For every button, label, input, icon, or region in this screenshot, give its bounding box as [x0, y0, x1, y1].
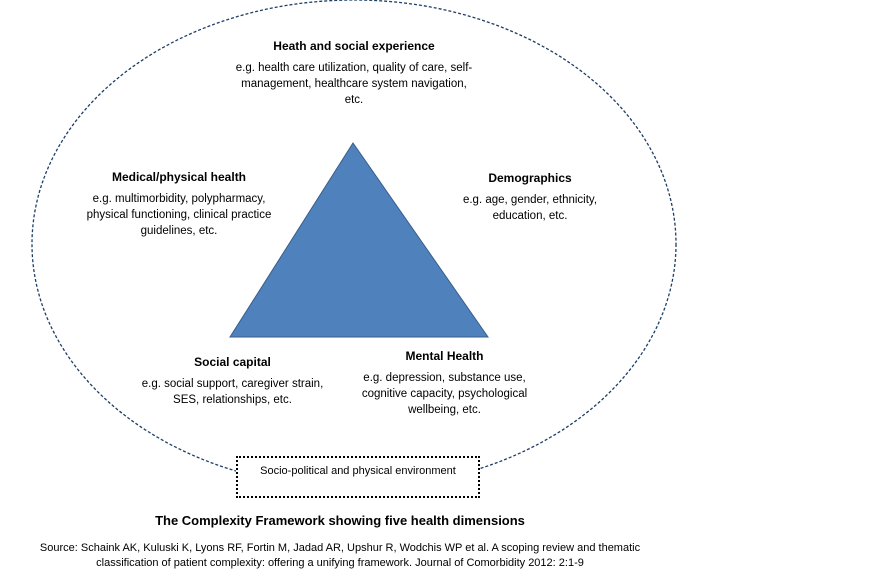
environment-label: Socio-political and physical environment: [260, 465, 456, 477]
dimension-demographics: Demographics e.g. age, gender, ethnicity…: [448, 171, 612, 224]
source-line-2: classification of patient complexity: of…: [96, 557, 584, 569]
dimension-title: Social capital: [194, 355, 271, 369]
dimension-title: Mental Health: [405, 349, 484, 363]
dimension-title: Heath and social experience: [273, 39, 435, 53]
dimension-title: Medical/physical health: [111, 170, 247, 184]
dimension-medical-physical-health: Medical/physical health e.g. multimorbid…: [84, 170, 274, 239]
core-triangle: [229, 142, 489, 338]
dimension-description: e.g. multimorbidity, polypharmacy, physi…: [86, 193, 272, 237]
source-citation: Source: Schaink AK, Kuluski K, Lyons RF,…: [0, 541, 680, 571]
source-line-1: Source: Schaink AK, Kuluski K, Lyons RF,…: [39, 542, 641, 554]
environment-box: Socio-political and physical environment: [236, 456, 480, 498]
dimension-social-capital: Social capital e.g. social support, care…: [140, 355, 325, 408]
dimension-description: e.g. social support, caregiver strain, S…: [141, 378, 324, 406]
dimension-health-social-experience: Heath and social experience e.g. health …: [234, 39, 474, 108]
dimension-description: e.g. depression, substance use, cognitiv…: [361, 372, 528, 416]
dimension-description: e.g. age, gender, ethnicity, education, …: [462, 194, 598, 222]
dimension-description: e.g. health care utilization, quality of…: [235, 62, 473, 106]
dimension-mental-health: Mental Health e.g. depression, substance…: [352, 349, 537, 418]
figure-caption: The Complexity Framework showing five he…: [155, 513, 525, 528]
dimension-title: Demographics: [488, 171, 572, 185]
